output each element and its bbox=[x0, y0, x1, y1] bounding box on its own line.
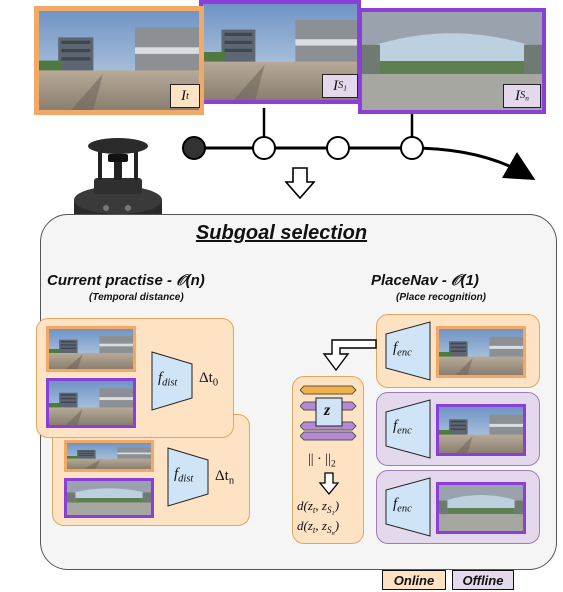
right-column-title: PlaceNav - 𝒪(1) bbox=[371, 272, 479, 289]
f-enc-s1-label: fenc bbox=[393, 418, 412, 437]
topological-path bbox=[182, 108, 536, 180]
f-enc-sn-label: fenc bbox=[393, 496, 412, 515]
distance-s1-label: d(zt, zS1) bbox=[297, 498, 340, 518]
f-enc-current-label: fenc bbox=[393, 340, 412, 359]
f-dist-0-trapezoid bbox=[151, 351, 193, 411]
f-enc-current-trapezoid bbox=[385, 321, 431, 381]
legend-online: Online bbox=[382, 570, 446, 590]
norm-down-arrow-icon bbox=[318, 472, 340, 496]
path-line bbox=[194, 146, 536, 180]
distance-sn-label: d(zt, zSn) bbox=[297, 518, 340, 538]
encoder-to-compare-arrow-icon bbox=[322, 339, 377, 372]
right-column-subtitle: (Place recognition) bbox=[396, 292, 487, 303]
f-enc-s1-trapezoid bbox=[385, 399, 431, 459]
node-s1 bbox=[252, 136, 276, 160]
f-dist-0-label: fdist bbox=[158, 370, 178, 389]
node-2 bbox=[326, 136, 350, 160]
left-column-title: Current practise - 𝒪(n) bbox=[47, 272, 205, 289]
left-column-subtitle: (Temporal distance) bbox=[89, 292, 184, 303]
f-dist-n-label: fdist bbox=[174, 466, 194, 485]
delta-tn-label: Δtn bbox=[215, 468, 235, 487]
encoder-input-sn bbox=[436, 482, 526, 534]
temporal-pair-n-current bbox=[64, 440, 154, 472]
l2-norm-label: || · ||2 bbox=[308, 452, 336, 470]
f-dist-n-trapezoid bbox=[167, 447, 209, 507]
f-enc-sn-trapezoid bbox=[385, 477, 431, 537]
temporal-pair-0-current bbox=[46, 326, 136, 372]
section-title: Subgoal selection bbox=[195, 222, 368, 244]
embedding-z-label: z bbox=[324, 402, 331, 419]
legend-offline: Offline bbox=[452, 570, 514, 590]
node-current bbox=[182, 136, 206, 160]
current-observation-image bbox=[34, 6, 204, 115]
delta-t0-label: Δt0 bbox=[199, 370, 219, 389]
node-sn bbox=[400, 136, 424, 160]
temporal-pair-n-subgoal bbox=[64, 478, 154, 518]
encoder-input-s1 bbox=[436, 404, 526, 456]
temporal-pair-0-subgoal bbox=[46, 378, 136, 428]
subgoal-image-sn bbox=[358, 8, 546, 114]
embedding-stack-icon bbox=[300, 385, 357, 441]
down-arrow-icon bbox=[284, 167, 316, 200]
encoder-input-current bbox=[436, 326, 526, 378]
